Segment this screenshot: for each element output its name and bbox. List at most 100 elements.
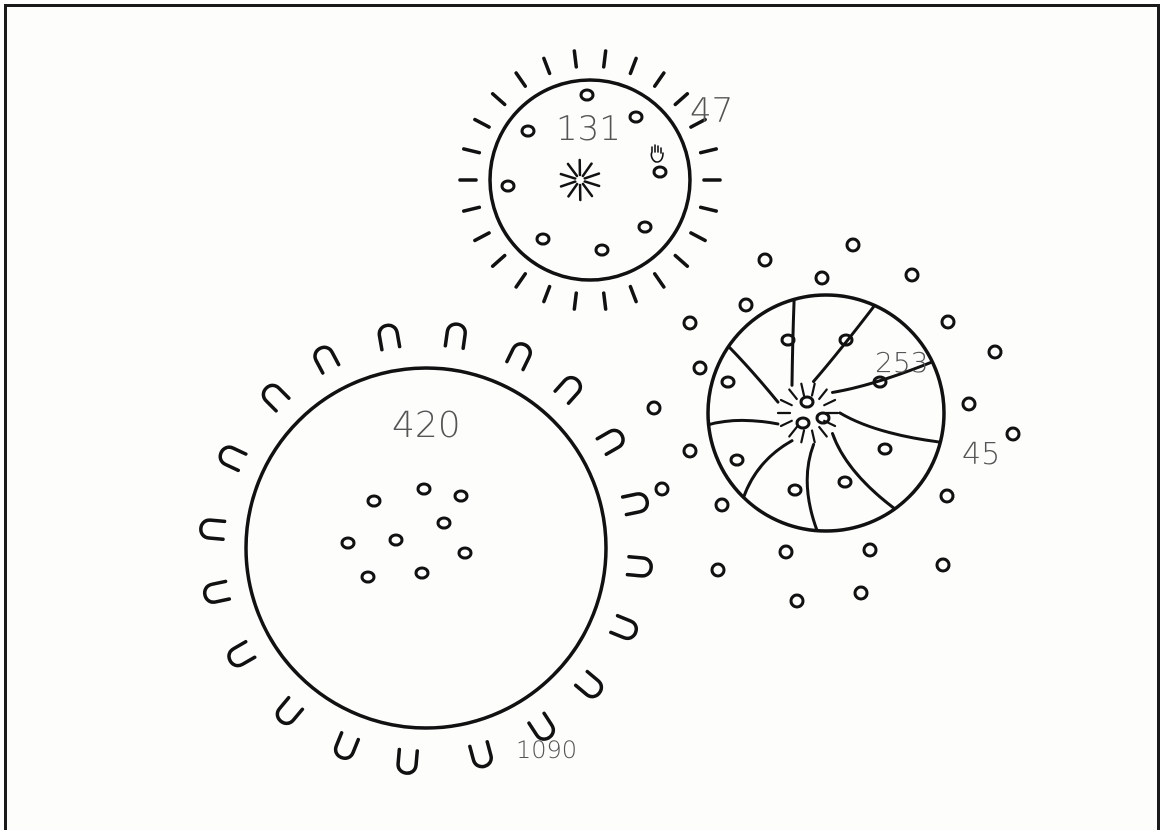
spike <box>630 58 636 73</box>
spike-loop <box>627 557 651 577</box>
spike-loop <box>397 749 417 773</box>
outer-dot <box>740 299 752 311</box>
inner-dot <box>537 234 549 244</box>
spike <box>630 287 636 302</box>
inner-dot <box>581 90 593 100</box>
spike <box>604 293 606 309</box>
outer-dot <box>816 272 828 284</box>
spike-loop <box>226 642 255 669</box>
inner-dot <box>416 568 428 578</box>
center-dash <box>801 431 804 443</box>
center-dash <box>781 421 792 426</box>
outer-dot <box>712 564 724 576</box>
outer-dot <box>963 398 975 410</box>
spike <box>464 207 480 211</box>
outer-dot <box>942 316 954 328</box>
stripe-curve <box>807 445 817 531</box>
spike <box>516 73 525 86</box>
spike-loop <box>445 323 466 348</box>
large-virus: 420 1090 <box>200 323 652 774</box>
outer-dot <box>648 402 660 414</box>
striped-virus: 253 45 <box>648 239 1019 607</box>
spike-loop <box>611 616 639 641</box>
center-ray <box>568 184 577 196</box>
spike <box>574 293 576 309</box>
inner-dot <box>722 377 734 387</box>
spike-loop <box>507 341 533 370</box>
outer-dot <box>906 269 918 281</box>
large-virus-spikes-label: 1090 <box>516 736 577 764</box>
spike-loop <box>274 698 303 727</box>
inner-dot <box>801 397 813 407</box>
spike <box>675 94 687 105</box>
inner-dot <box>879 444 891 454</box>
inner-dot <box>839 477 851 487</box>
inner-dot <box>418 484 430 494</box>
spike-loop <box>555 374 584 403</box>
spike <box>464 149 480 153</box>
outer-dot <box>791 595 803 607</box>
outer-dot <box>716 499 728 511</box>
spike-loop <box>597 427 626 454</box>
spike-loop <box>217 444 245 470</box>
outer-dot <box>941 490 953 502</box>
center-ray <box>585 181 599 185</box>
spike <box>544 58 550 73</box>
striped-virus-count-label: 253 <box>875 346 928 379</box>
stripe-curve <box>744 441 792 498</box>
center-dash <box>824 400 835 405</box>
inner-dot <box>654 167 666 177</box>
outer-dot <box>656 483 668 495</box>
center-dash <box>789 427 796 436</box>
center-dash <box>781 400 792 405</box>
inner-dot <box>596 245 608 255</box>
spike <box>493 256 505 267</box>
spike <box>701 149 717 153</box>
outer-dot <box>1007 428 1019 440</box>
outer-dot <box>684 317 696 329</box>
outer-dot <box>937 559 949 571</box>
spike <box>675 256 687 267</box>
inner-dot <box>362 572 374 582</box>
spike-loop <box>260 382 289 411</box>
outer-dot <box>780 546 792 558</box>
spike <box>655 274 664 287</box>
outer-dot <box>989 346 1001 358</box>
inner-dot <box>731 455 743 465</box>
spike <box>701 207 717 211</box>
small-virus: 131 47 <box>460 51 733 309</box>
center-ray <box>561 174 575 178</box>
inner-dot <box>438 518 450 528</box>
striped-virus-dots-label: 45 <box>962 437 1000 472</box>
center-ray <box>583 164 592 176</box>
spike <box>655 73 664 86</box>
inner-dot <box>502 181 514 191</box>
outer-dot <box>684 445 696 457</box>
center-dash <box>789 390 796 399</box>
small-virus-center-burst <box>561 160 599 200</box>
inner-dot <box>789 485 801 495</box>
inner-dot <box>459 548 471 558</box>
spike-loop <box>623 492 649 514</box>
inner-dot <box>455 491 467 501</box>
small-virus-count-label: 131 <box>556 109 621 149</box>
stripe-curve <box>709 420 778 424</box>
spike <box>691 233 705 240</box>
inner-dot <box>390 535 402 545</box>
spike <box>475 120 489 127</box>
spike-loop <box>200 519 224 539</box>
spike <box>493 94 505 105</box>
hand-grab-icon[interactable] <box>651 145 663 162</box>
inner-dot <box>342 538 354 548</box>
small-virus-spikes-label: 47 <box>690 91 733 131</box>
inner-dot <box>368 496 380 506</box>
large-virus-spikes <box>200 323 652 774</box>
spike-loop <box>203 581 229 603</box>
inner-dot <box>630 112 642 122</box>
outer-dot <box>694 362 706 374</box>
outer-dot <box>759 254 771 266</box>
spike <box>574 51 576 67</box>
center-dash <box>819 427 826 436</box>
center-ray <box>561 182 575 187</box>
